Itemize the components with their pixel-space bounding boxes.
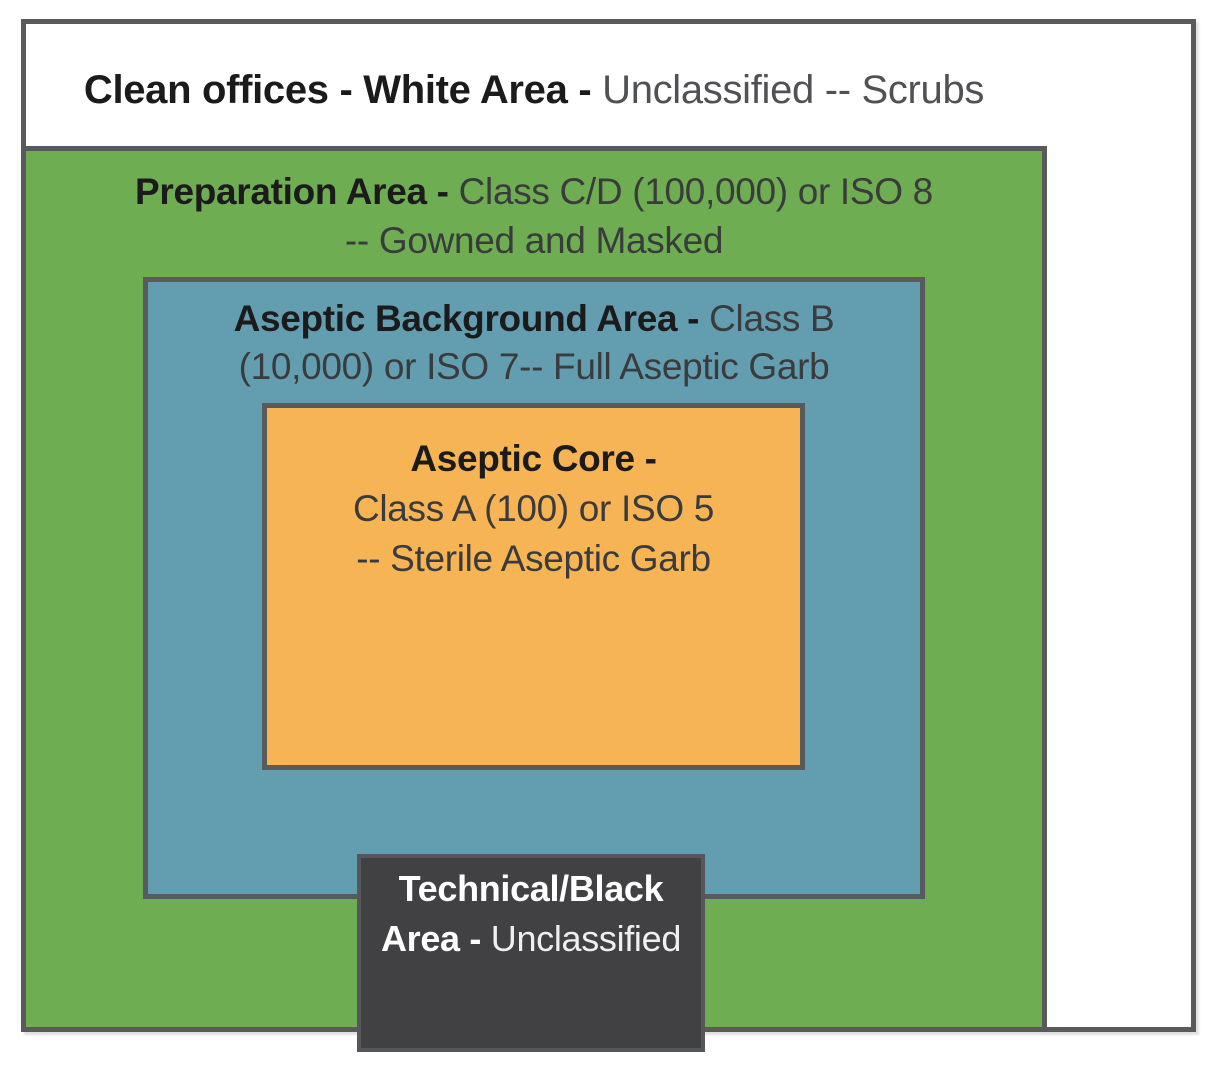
white-area-label: Clean offices - White Area - Unclassifie… <box>26 66 1042 114</box>
preparation-area-label: Preparation Area - Class C/D (100,000) o… <box>26 167 1042 265</box>
white-area-label-rest: Unclassified -- Scrubs <box>591 68 985 112</box>
technical-black-area-label: Technical/Black Area - Unclassified <box>361 864 701 964</box>
technical-black-label-line1: Technical/Black <box>398 868 664 909</box>
technical-black-label-line2-rest: Unclassified <box>481 918 682 959</box>
aseptic-core-label-line3: -- Sterile Aseptic Garb <box>356 538 711 579</box>
aseptic-core-label-bold: Aseptic Core - <box>410 438 657 479</box>
technical-black-area-box: Technical/Black Area - Unclassified <box>357 854 705 1052</box>
technical-black-label-line2-bold: Area - <box>380 918 482 959</box>
preparation-area-label-rest: Class C/D (100,000) or ISO 8 <box>448 171 934 212</box>
aseptic-core-box: Aseptic Core - Class A (100) or ISO 5 --… <box>262 403 805 770</box>
aseptic-background-label-bold: Aseptic Background Area - <box>233 298 700 339</box>
preparation-area-label-line2: -- Gowned and Masked <box>344 220 724 261</box>
preparation-area-label-bold: Preparation Area - <box>135 171 449 212</box>
aseptic-background-label-rest: Class B <box>699 298 835 339</box>
aseptic-core-label-line2: Class A (100) or ISO 5 <box>352 488 715 529</box>
aseptic-core-label: Aseptic Core - Class A (100) or ISO 5 --… <box>267 434 800 584</box>
aseptic-background-area-label: Aseptic Background Area - Class B (10,00… <box>148 295 920 391</box>
aseptic-background-label-line2: (10,000) or ISO 7-- Full Aseptic Garb <box>238 346 830 387</box>
white-area-label-bold: Clean offices - White Area - <box>83 68 592 112</box>
